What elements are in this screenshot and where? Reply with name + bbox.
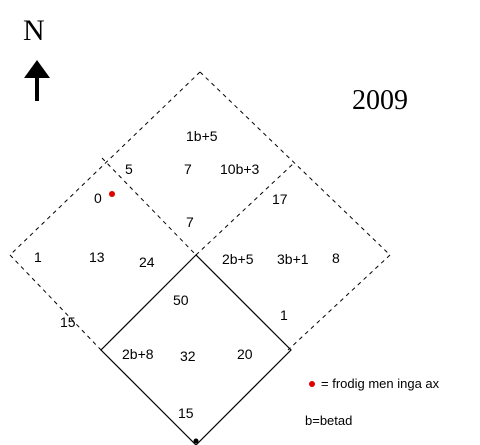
cell-label: 20 [237, 346, 253, 362]
cell-label: 5 [125, 161, 133, 177]
legend-b-text: b=betad [305, 413, 352, 428]
dashed-plot-boundaries [9, 71, 391, 351]
inner-boundary-right [195, 161, 296, 256]
cell-label: 32 [180, 348, 196, 364]
outer-boundary-nw [9, 71, 201, 256]
outer-boundary-se [287, 254, 391, 351]
cell-label: 0 [94, 190, 102, 206]
cell-label: 1 [34, 249, 42, 265]
cell-label: 24 [139, 254, 155, 270]
north-label: N [23, 14, 45, 47]
outer-boundary-sw [9, 254, 102, 351]
legend: = frodig men inga ax b=betad [305, 376, 440, 428]
lush-no-ears-dot-icon [109, 191, 115, 197]
inner-boundary-left [101, 157, 197, 256]
cell-label: 1 [280, 307, 288, 323]
cell-label: 50 [173, 292, 189, 308]
north-arrow-icon [24, 60, 50, 101]
cell-label: 17 [272, 191, 288, 207]
cell-label: 3b+1 [277, 251, 309, 267]
legend-dot-icon [309, 381, 315, 387]
cell-label: 13 [89, 249, 105, 265]
cell-label: 2b+8 [122, 346, 154, 362]
cell-label: 8 [332, 250, 340, 266]
corner-point [193, 438, 199, 444]
cell-label: 15 [60, 314, 76, 330]
cell-label: 2b+5 [222, 251, 254, 267]
cell-label: 7 [186, 214, 194, 230]
solid-plot-square [100, 254, 292, 445]
year-label: 2009 [352, 85, 408, 116]
cell-label: 7 [184, 161, 192, 177]
outer-boundary-ne [199, 71, 391, 256]
cell-label: 10b+3 [220, 161, 260, 177]
cell-label: 15 [178, 405, 194, 421]
cell-label: 1b+5 [186, 128, 218, 144]
legend-dot-text: = frodig men inga ax [321, 376, 440, 391]
